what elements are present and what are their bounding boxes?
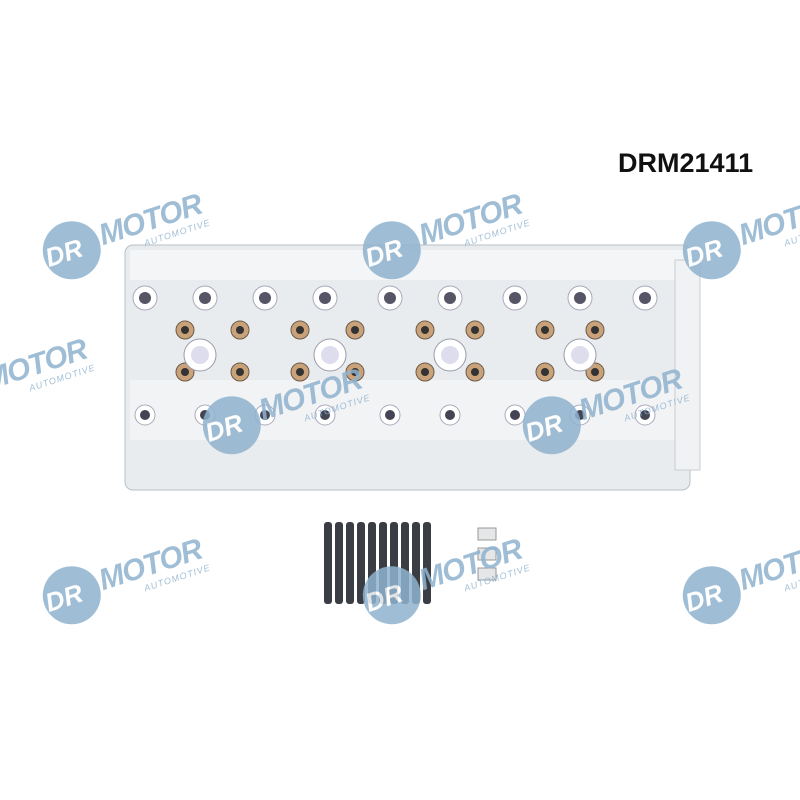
hole [385,410,395,420]
hole [575,410,585,420]
stud [412,522,420,604]
stud [357,522,365,604]
cylinder-head [124,244,701,491]
hole [471,326,479,334]
hole [639,292,651,304]
product-code: DRM21411 [618,148,754,178]
hole [471,368,479,376]
hole [319,292,331,304]
hole [510,410,520,420]
hole [591,368,599,376]
stud [368,522,376,604]
dowel-pins [477,527,497,581]
hole [296,326,304,334]
stud [390,522,398,604]
hole [236,326,244,334]
stud [346,522,354,604]
hole [574,292,586,304]
stud [401,522,409,604]
hole [140,410,150,420]
stud [324,522,332,604]
hole [320,410,330,420]
hole [259,292,271,304]
hole [236,368,244,376]
hole [509,292,521,304]
hole [199,292,211,304]
studs [324,522,431,604]
hole [351,368,359,376]
hole [421,368,429,376]
hole [571,346,589,364]
hole [445,410,455,420]
hole [321,346,339,364]
hole [181,326,189,334]
hole [441,346,459,364]
stud [423,522,431,604]
hole [296,368,304,376]
hole [351,326,359,334]
hole [139,292,151,304]
hole [181,368,189,376]
hole [260,410,270,420]
stud [379,522,387,604]
hole [541,368,549,376]
hole [200,410,210,420]
stud [335,522,343,604]
hole [591,326,599,334]
hole [421,326,429,334]
hole [541,326,549,334]
hole [640,410,650,420]
hole [384,292,396,304]
hole [444,292,456,304]
hole [191,346,209,364]
